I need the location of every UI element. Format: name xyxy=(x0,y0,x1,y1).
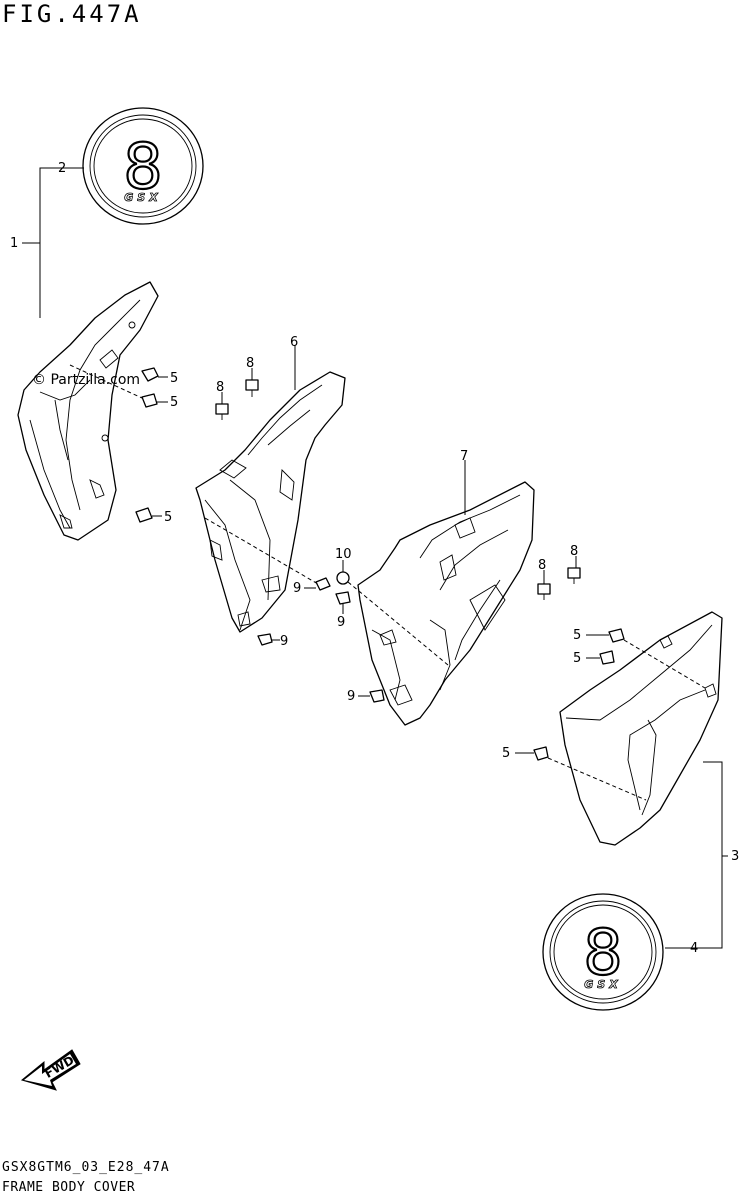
dash-nut-10 xyxy=(347,581,449,666)
callout-5c: 5 xyxy=(164,510,172,525)
callout-3: 3 xyxy=(731,849,739,864)
clip-5-f[interactable] xyxy=(533,746,549,761)
callout-7: 7 xyxy=(460,449,468,464)
screw-8-a[interactable] xyxy=(245,379,259,397)
left-frame-cover[interactable] xyxy=(17,281,159,541)
screw-8-c[interactable] xyxy=(537,583,551,600)
emblem-bottom-mark: GSX xyxy=(584,978,621,991)
callout-8a: 8 xyxy=(246,356,254,371)
dash-clip-5d xyxy=(623,639,706,689)
emblem-top-digit: 8 xyxy=(123,130,162,203)
clip-5-e[interactable] xyxy=(599,650,615,665)
screw-8-b[interactable] xyxy=(215,403,229,420)
dash-grommet-9a xyxy=(204,517,319,585)
clip-5-c[interactable] xyxy=(135,507,153,523)
dash-clip-5b xyxy=(69,364,143,399)
callout-9b: 9 xyxy=(280,634,288,649)
callout-4: 4 xyxy=(690,941,698,956)
nut-10[interactable] xyxy=(336,571,350,585)
side-cover-part-3[interactable] xyxy=(559,611,723,846)
grommet-9-c[interactable] xyxy=(335,591,351,605)
callout-1: 1 xyxy=(10,236,18,251)
callout-2: 2 xyxy=(58,161,66,176)
callout-6: 6 xyxy=(290,335,298,350)
leader-bracket-1-2 xyxy=(39,167,84,318)
figure-title: FIG.447A xyxy=(2,0,142,28)
callout-8d: 8 xyxy=(570,544,578,559)
screw-8-d[interactable] xyxy=(567,567,581,584)
callout-9a: 9 xyxy=(293,581,301,596)
clip-5-b[interactable] xyxy=(141,393,158,408)
emblem-bottom[interactable]: 8 GSX xyxy=(542,893,664,1011)
inner-cover-part-7[interactable] xyxy=(357,481,535,726)
figure-caption: FRAME BODY COVER xyxy=(2,1180,136,1195)
callout-8c: 8 xyxy=(538,558,546,573)
emblem-top-mark: GSX xyxy=(124,191,161,204)
callout-5d: 5 xyxy=(573,628,581,643)
grommet-9-d[interactable] xyxy=(369,689,385,703)
clip-5-a[interactable] xyxy=(141,367,159,382)
leader-bracket-3-4 xyxy=(665,761,723,949)
watermark: © Partzilla.com xyxy=(32,372,140,388)
callout-5f: 5 xyxy=(502,746,510,761)
dash-clip-5f xyxy=(547,757,647,801)
fwd-arrow-icon: FWD xyxy=(20,1049,81,1091)
emblem-bottom-digit: 8 xyxy=(583,916,622,989)
grommet-9-b[interactable] xyxy=(257,633,273,646)
emblem-top[interactable]: 8 GSX xyxy=(82,107,204,225)
clip-5-d[interactable] xyxy=(608,628,625,643)
figure-code: GSX8GTM6_03_E28_47A xyxy=(2,1160,170,1175)
callout-10: 10 xyxy=(335,547,352,562)
grommet-9-a[interactable] xyxy=(315,577,331,591)
callout-9c: 9 xyxy=(337,615,345,630)
callout-5e: 5 xyxy=(573,651,581,666)
inner-panel-part-6[interactable] xyxy=(195,371,346,633)
callout-5a: 5 xyxy=(170,371,178,386)
callout-5b: 5 xyxy=(170,395,178,410)
callout-8b: 8 xyxy=(216,380,224,395)
callout-9d: 9 xyxy=(347,689,355,704)
